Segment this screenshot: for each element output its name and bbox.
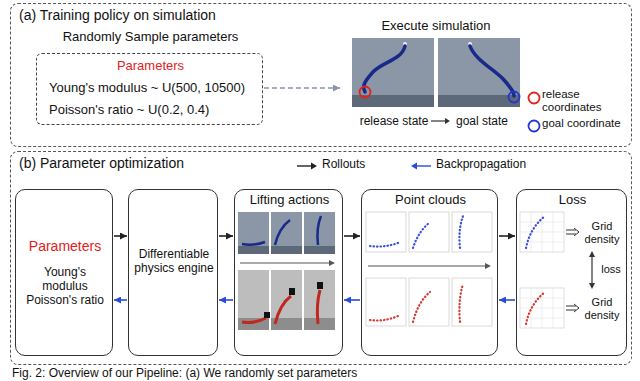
flow-arrow — [219, 299, 233, 301]
point-cloud-plots — [366, 212, 492, 326]
lifting-sim-frames — [238, 212, 335, 254]
loss-label: loss — [597, 263, 625, 276]
metric-label: Grid density — [580, 220, 624, 245]
implies-arrows — [566, 228, 579, 312]
box-heading: Loss — [517, 193, 628, 208]
simulation-panel: Execute simulation release stategoal stat… — [341, 19, 531, 141]
state-arrow — [431, 118, 450, 124]
panel: (a) Training policy on simulationRandoml… — [10, 3, 632, 147]
legend-label: release coordinates — [542, 88, 622, 114]
process-box: Differentiable physics engine — [128, 189, 218, 356]
sim-screenshot — [352, 38, 434, 107]
loss-double-arrow — [589, 251, 595, 289]
flow-arrow — [499, 235, 515, 237]
box-heading: Lifting actions — [235, 193, 344, 208]
flow-arrow — [344, 299, 360, 301]
legend-label: Rollouts — [322, 158, 402, 172]
process-box: Point clouds — [361, 189, 498, 356]
flow-arrow — [114, 235, 127, 237]
state-label: release state — [349, 115, 439, 129]
lifting-real-frames — [238, 270, 335, 330]
group-heading: Randomly Sample parameters — [37, 30, 264, 45]
grid-plots — [520, 212, 564, 328]
legend-label: Backpropagation — [436, 158, 556, 172]
parameter-heading: Parameters — [37, 59, 264, 74]
flow-arrow — [344, 235, 360, 237]
parameter-heading: Parameters — [16, 238, 114, 254]
flow-arrow — [499, 299, 515, 301]
time-arrow — [240, 260, 335, 266]
dashed-arrow — [264, 87, 340, 89]
box-label: Young's modulus Poisson's ratio — [20, 266, 110, 307]
panel-title: (a) Training policy on simulation — [19, 7, 339, 23]
flow-arrow — [114, 299, 127, 301]
panel-title: (b) Parameter optimization — [19, 155, 339, 171]
sim-screenshot — [438, 38, 520, 107]
box-heading: Point clouds — [362, 193, 499, 208]
figure-caption: Fig. 2: Overview of our Pipeline: (a) We… — [12, 367, 632, 381]
panel: (b) Parameter optimizationParametersYoun… — [10, 151, 632, 365]
legend-label: goal coordinate — [542, 117, 622, 130]
process-box: Lifting actions — [234, 189, 343, 356]
parameter-line: Poisson's ratio ~ U(0.2, 0.4) — [49, 103, 261, 118]
legend-arrow — [410, 159, 432, 173]
panel-heading: Execute simulation — [341, 19, 531, 34]
state-label: goal state — [437, 115, 527, 129]
parameter-sampler: Randomly Sample parametersParametersYoun… — [36, 53, 263, 125]
metric-label: Grid density — [580, 296, 624, 321]
process-box: ParametersYoung's modulus Poisson's rati… — [15, 189, 113, 356]
time-arrow — [368, 263, 491, 269]
point-cloud-points — [370, 216, 463, 322]
grid-points — [526, 216, 545, 324]
legend-arrow — [296, 159, 318, 173]
box-label: Differentiable physics engine — [132, 248, 216, 276]
parameter-line: Young's modulus ~ U(500, 10500) — [49, 81, 261, 96]
flow-arrow — [219, 235, 233, 237]
